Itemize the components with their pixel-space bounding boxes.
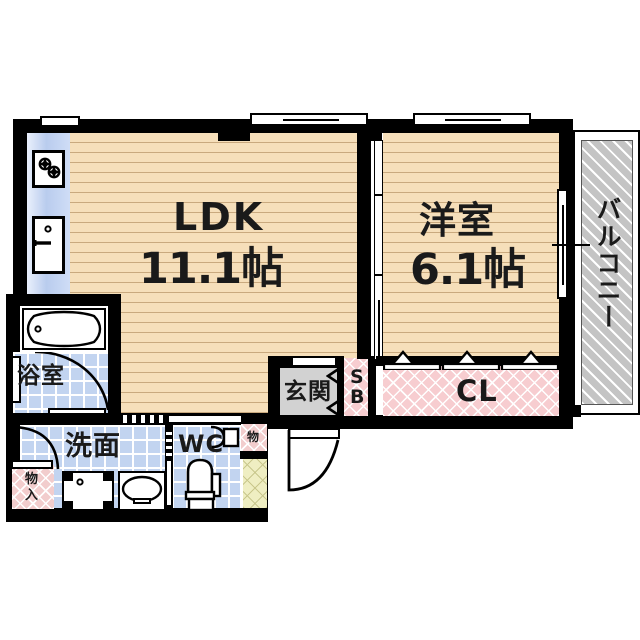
washroom-sliding-door-top: [118, 415, 166, 423]
ldk-window-right-mullion: [283, 119, 339, 121]
storage-entry-door-panel: [11, 460, 53, 469]
utility-strip: [243, 459, 267, 508]
entrance-label: 玄関: [284, 379, 332, 405]
bath-door-arc: [13, 352, 108, 416]
storage-entry-door-arc: [12, 425, 72, 471]
bathtub: [22, 308, 106, 350]
entrance-door-marks: [326, 366, 342, 418]
storage-entry: [12, 465, 54, 509]
wall-partition: [357, 133, 371, 359]
ldk-window-left: [40, 116, 80, 127]
washroom-door-panel-top: [168, 415, 242, 423]
kitchen-sink: [32, 216, 65, 274]
balcony-area: [581, 140, 633, 405]
washing-machine-pan: [62, 471, 114, 511]
storage-wc: [241, 424, 267, 451]
wall-above-tatami: [240, 451, 268, 459]
wc-door-panel: [166, 460, 172, 506]
shoe-box-label-1: S: [350, 366, 364, 388]
wall-nub-ldk-right: [368, 119, 382, 141]
bedroom-floor: [383, 133, 559, 359]
shoe-box: [344, 358, 369, 416]
wall-bath-right: [108, 294, 121, 421]
shoe-box-label-2: B: [350, 386, 365, 408]
wc-sliding-door: [166, 428, 172, 460]
closet-area: [383, 366, 559, 416]
balcony-window-marker: [552, 244, 590, 246]
closet-label: CL: [456, 374, 498, 408]
bath-label: 浴室: [17, 363, 65, 389]
bedroom-window-top-mullion: [445, 119, 501, 121]
ldk-label: LDK: [173, 195, 265, 239]
balcony-label: バルコニー: [593, 196, 622, 331]
toilet-label: WC: [178, 430, 225, 458]
storage-wc-label: 物: [247, 430, 260, 444]
wall-bottom-left: [6, 508, 268, 522]
bath-side-fixture: [11, 356, 21, 403]
gas-stove: [32, 150, 65, 188]
storage-entry-label-2: 入: [25, 488, 39, 503]
storage-entry-label-1: 物: [25, 472, 39, 487]
wall-corner-right-low: [559, 405, 581, 417]
wall-bath-top: [6, 294, 121, 306]
ldk-bedroom-sliding-door-mid: [374, 195, 383, 275]
hand-wash-basin: [207, 425, 243, 451]
bedroom-label: 洋室: [419, 199, 495, 242]
wall-sb-right: [368, 356, 376, 418]
wall-entrance-left: [268, 356, 280, 429]
washroom-label: 洗面: [65, 431, 121, 462]
bedroom-area-label: 6.1帖: [410, 245, 526, 295]
entrance-door-swing: [286, 428, 344, 494]
wall-entrance-bottom: [268, 415, 340, 429]
toilet-bowl: [180, 458, 232, 510]
ldk-bedroom-sliding-door-upper: [374, 140, 383, 195]
wall-sb-left: [337, 356, 344, 418]
wall-nub-ldk: [218, 119, 250, 141]
bath-floor: [13, 352, 108, 416]
entrance-upper-sill: [292, 357, 336, 366]
wall-left-upper: [13, 119, 27, 294]
sliding-door-rail: [378, 300, 380, 358]
ldk-area-label: 11.1帖: [139, 244, 284, 294]
wall-cl-bottom: [340, 415, 573, 429]
vanity-sink: [118, 471, 166, 511]
closet-folding-doors: [383, 344, 559, 370]
